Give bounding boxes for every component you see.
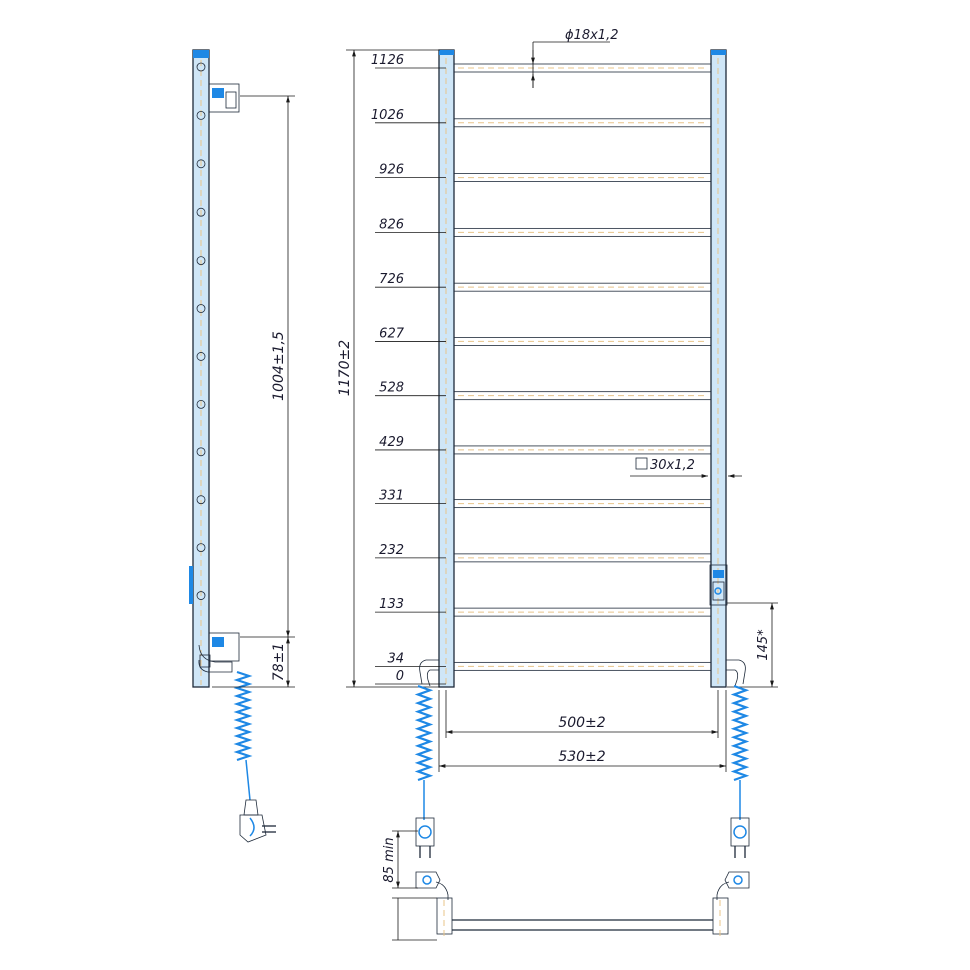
side-rung-end [196, 256, 206, 266]
side-rung-end [196, 543, 206, 553]
rung-height-label: 1126 [371, 53, 404, 68]
left-plug [415, 817, 435, 858]
rung-height-label: 926 [379, 163, 404, 178]
side-view: 1004±1,5 78±1 [189, 49, 295, 843]
side-switch [189, 566, 193, 604]
clearance-label: 85 min [382, 837, 397, 882]
plan-view [415, 871, 750, 940]
top-bracket [208, 83, 240, 113]
rung [453, 607, 712, 617]
rung-height-label: 133 [379, 597, 404, 612]
rung-height-label: 0 [396, 669, 404, 684]
rung-height-label: 429 [379, 435, 404, 450]
side-rung-end [196, 591, 206, 600]
rung-height-label: 1026 [371, 108, 404, 123]
side-post-cap [193, 50, 209, 58]
bar-diameter-label: ϕ18x1,2 [565, 28, 619, 43]
rung [453, 337, 712, 346]
thermostat-box [709, 564, 728, 606]
rung [453, 282, 712, 292]
coil-path [233, 670, 253, 762]
rung [453, 118, 712, 128]
right-coiled-cord [730, 684, 750, 782]
coil-path [730, 684, 750, 782]
mount-distance-label: 1004±1,5 [271, 331, 287, 401]
side-rung-end [196, 62, 206, 72]
bottom-bracket [198, 632, 240, 673]
rung [453, 63, 712, 73]
side-coiled-cord [233, 670, 253, 762]
side-rung-end [196, 111, 206, 120]
inner-width-label: 500±2 [558, 715, 605, 731]
rung [453, 227, 712, 237]
rung-height-label: 826 [379, 217, 404, 232]
outer-width-label: 530±2 [558, 749, 605, 765]
rung [453, 661, 712, 671]
rung-height-label: 627 [379, 326, 405, 341]
rung [453, 391, 712, 401]
rung-height-label: 528 [379, 381, 404, 396]
rung [453, 173, 712, 182]
left-coiled-cord [414, 684, 434, 782]
socket-height-label: 145* [756, 629, 771, 661]
bottom-offset-label: 78±1 [271, 643, 287, 681]
rung [453, 445, 712, 455]
coil-path [414, 684, 434, 782]
front-view: 1126 1026 926 826 726 627 528 429 331 232 133 34 0 ϕ… [337, 28, 778, 941]
right-plug [730, 817, 750, 858]
side-rung-end [196, 159, 206, 169]
rung-height-label: 331 [379, 489, 404, 504]
rung [453, 499, 712, 509]
rung [453, 553, 712, 563]
side-bar-ends [196, 62, 206, 600]
side-rung-end [196, 399, 206, 409]
side-rung-end [196, 352, 206, 361]
rungs [453, 63, 712, 671]
side-rung-end [196, 304, 206, 313]
post-section-label: 30x1,2 [650, 458, 695, 473]
rung-height-label: 34 [387, 651, 404, 666]
side-rung-end [196, 447, 206, 457]
rung-height-labels: 1126 1026 926 826 726 627 528 429 331 232 133 34 0 [371, 53, 446, 685]
rung-height-label: 232 [379, 543, 404, 558]
rung-height-label: 726 [379, 272, 404, 287]
side-plug [239, 799, 276, 843]
side-rung-end [196, 207, 206, 217]
overall-height-label: 1170±2 [337, 340, 353, 396]
side-rung-end [196, 495, 206, 505]
